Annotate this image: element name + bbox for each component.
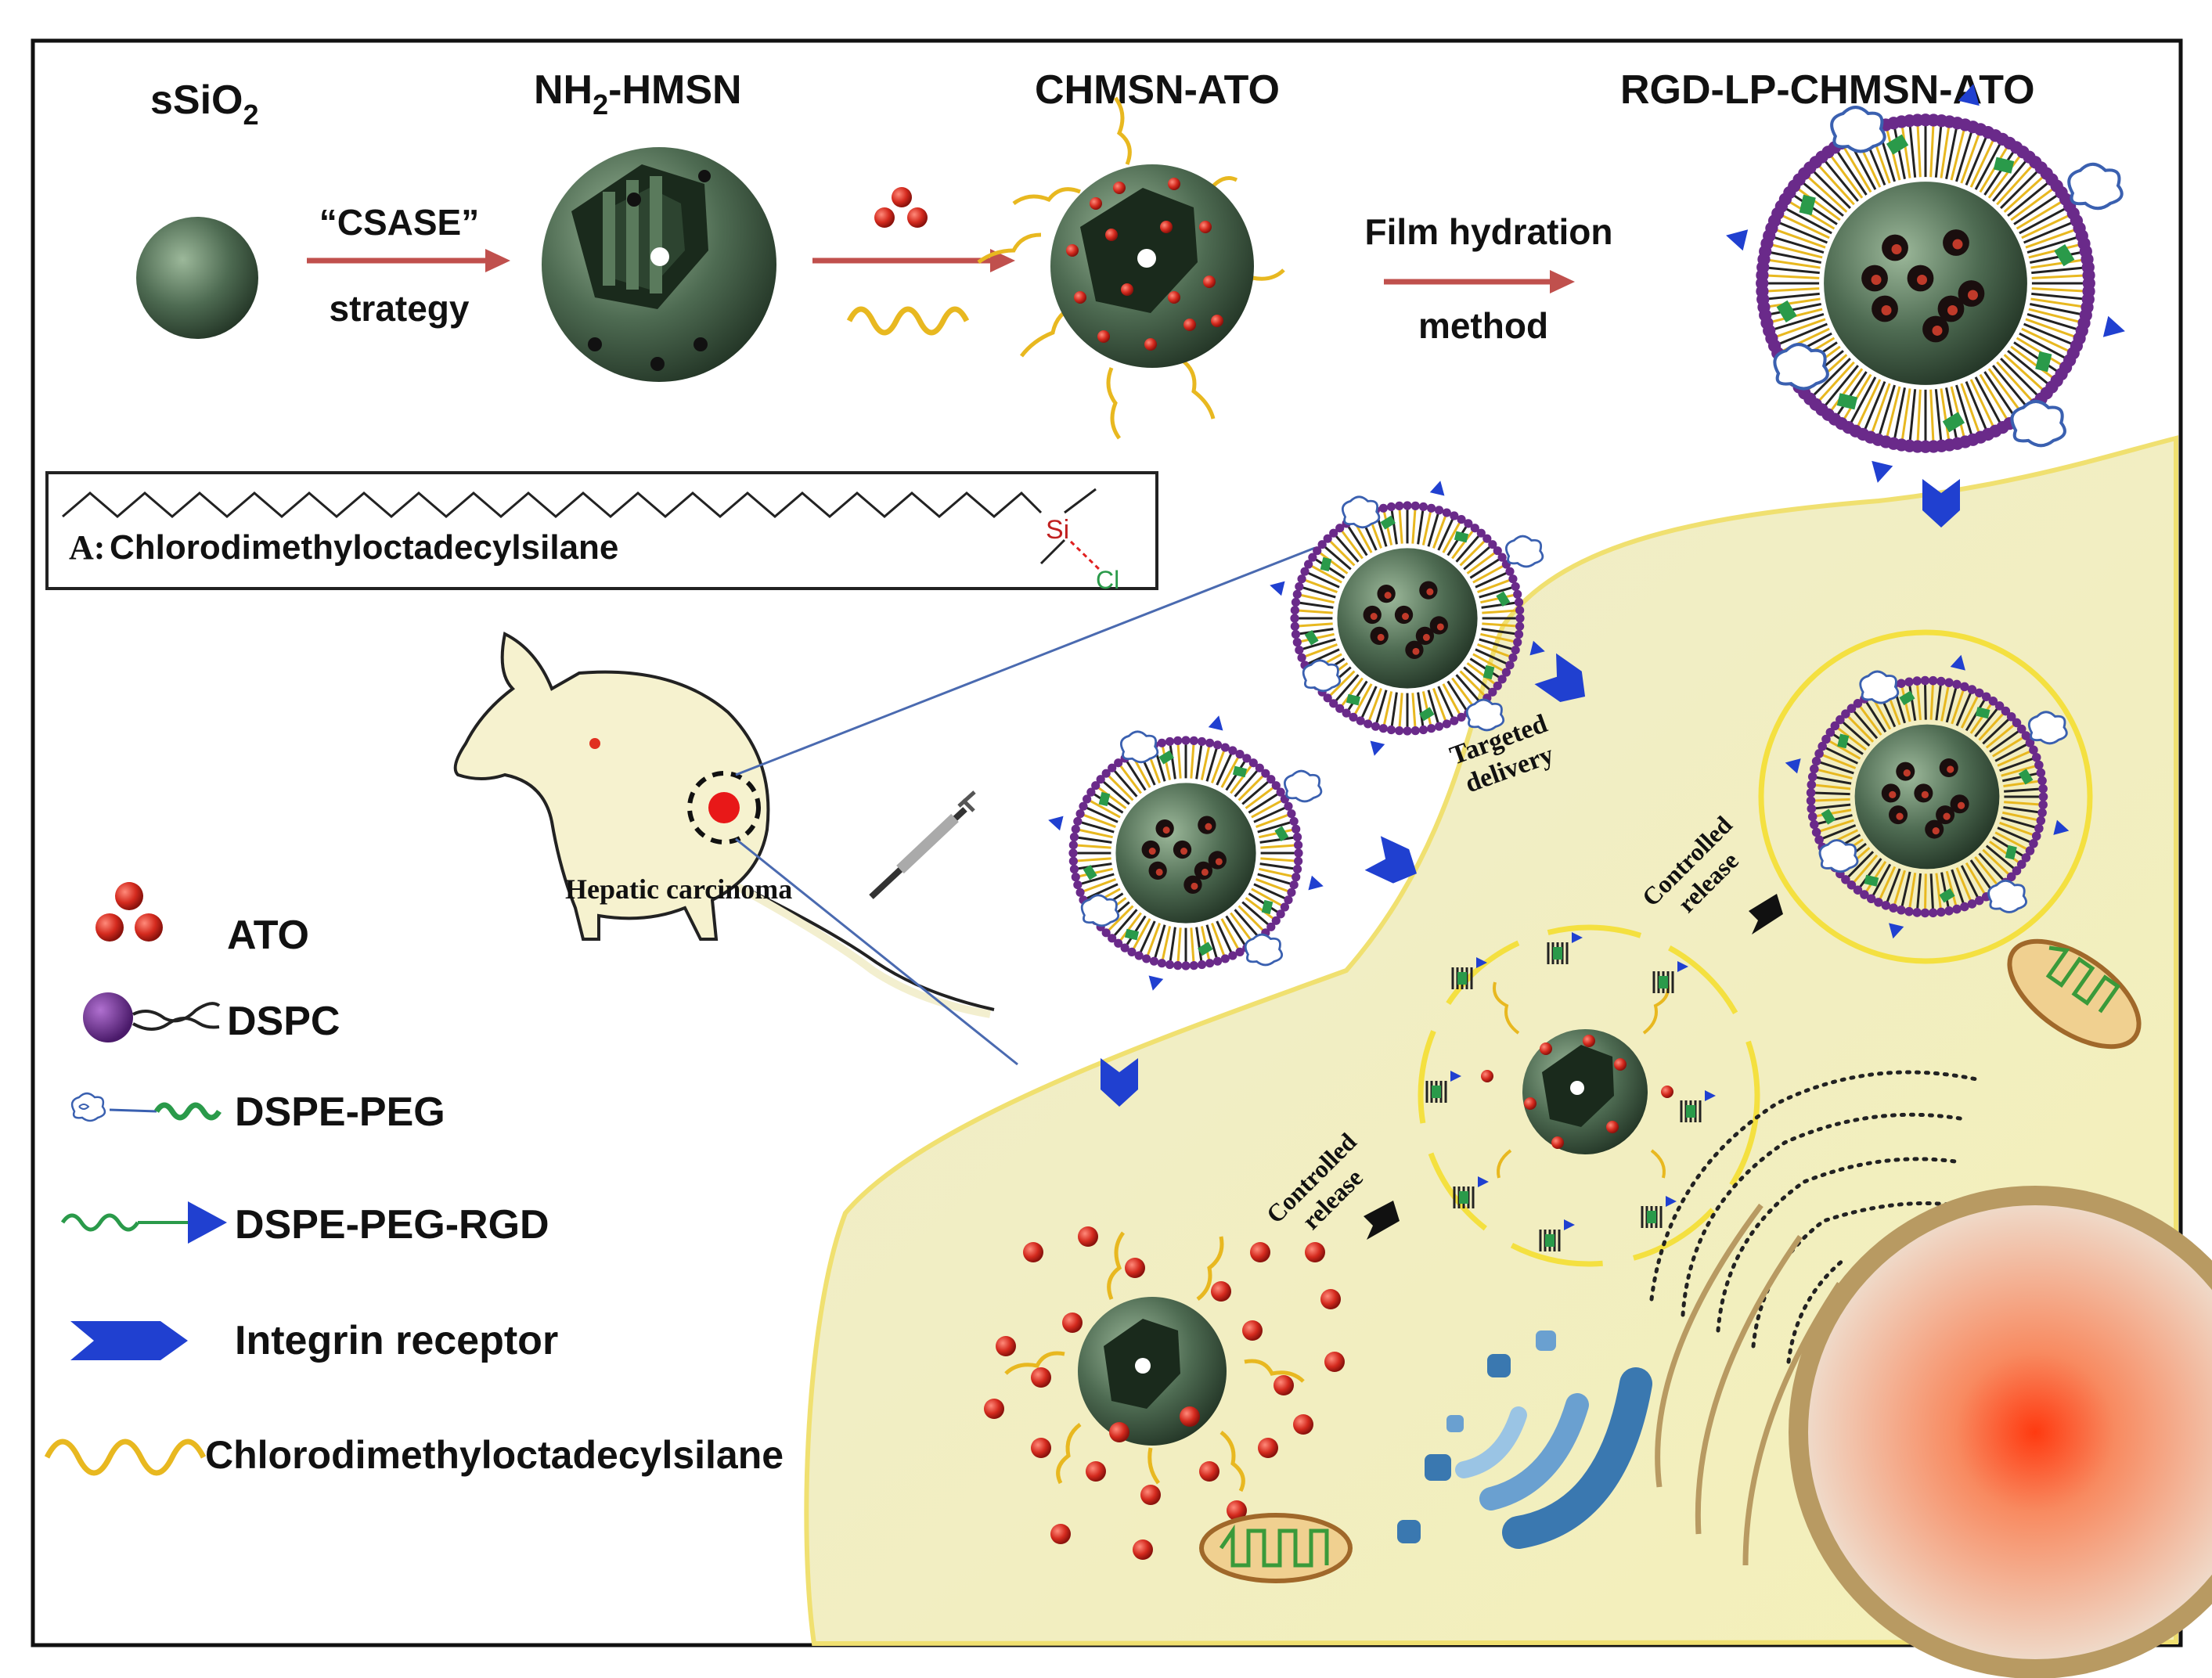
alkyl-chain [62,491,1043,518]
legend-silane-icon [44,1439,207,1476]
method-label: method [1418,305,1548,346]
release-arrow-1 [1749,894,1783,934]
legend-ato-icon [95,882,163,942]
liposome-icon [1726,84,2125,483]
liposome-targeting-icon [1270,481,1545,756]
si-atom: Si [1046,515,1069,545]
csase-label: “CSASE” [319,202,479,243]
mitochondrion-icon-2 [1199,1513,1353,1583]
stage-ssio2-label: sSiO2 [150,77,259,131]
legend-integrin-label: Integrin receptor [235,1318,558,1363]
film-hydration-label: Film hydration [1365,211,1613,252]
legend-dspc-label: DSPC [227,999,340,1044]
ruptured-endosome-ring [1418,924,1760,1267]
legend-dspe-peg-icon [70,1092,222,1122]
golgi-icon [1397,1331,1652,1549]
stage-nh2-hmsn-label: NH2-HMSN [534,67,742,121]
hepatic-carcinoma-label: Hepatic carcinoma [565,873,792,905]
chem-box-prefix: A: [69,528,105,567]
legend-dspc-icon [83,992,221,1042]
liposome-endocytosed-icon [1785,654,2070,939]
chemical-structure-box: Si Cl A: Chlorodimethyloctadecylsilane [45,471,1158,594]
legend-dspe-peg-rgd-label: DSPE-PEG-RGD [235,1202,549,1248]
liposome-circulating-icon [1048,715,1324,991]
hollow-sphere-icon [542,147,776,382]
mitochondrion-icon [2007,938,2142,1050]
release-arrow-2 [1364,1201,1400,1240]
nucleus-icon [1789,1186,2212,1678]
legend-integrin-icon [70,1321,188,1360]
strategy-label: strategy [330,288,470,329]
ssio2-sphere-icon [136,217,258,339]
stage-rgd-lp-chmsn-ato-label: RGD-LP-CHMSN-ATO [1620,67,2035,113]
chem-box-name: Chlorodimethyloctadecylsilane [110,528,618,567]
legend: ATO DSPC DSPE-PEG DSPE-PEG-RGD Integrin … [44,882,784,1477]
film-hydration-arrow [1384,270,1575,293]
endosome-ring [1758,629,2093,964]
chmsn-ato-particle-icon [977,96,1285,440]
stage-chmsn-ato-label: CHMSN-ATO [1035,67,1280,113]
csase-arrow [307,249,510,272]
silane-chain-icon [846,306,970,336]
legend-dspe-peg-label: DSPE-PEG [235,1089,445,1135]
released-particle-icon [1481,981,1673,1179]
lipid-fragments [1425,932,1716,1251]
cl-atom: Cl [1096,566,1119,594]
legend-silane-label: Chlorodimethyloctadecylsilane [205,1433,784,1477]
mouse-icon [453,546,1316,1066]
legend-dspe-peg-rgd-icon [60,1201,227,1244]
released-drug-dots [984,1226,1345,1560]
legend-ato-label: ATO [227,913,309,958]
